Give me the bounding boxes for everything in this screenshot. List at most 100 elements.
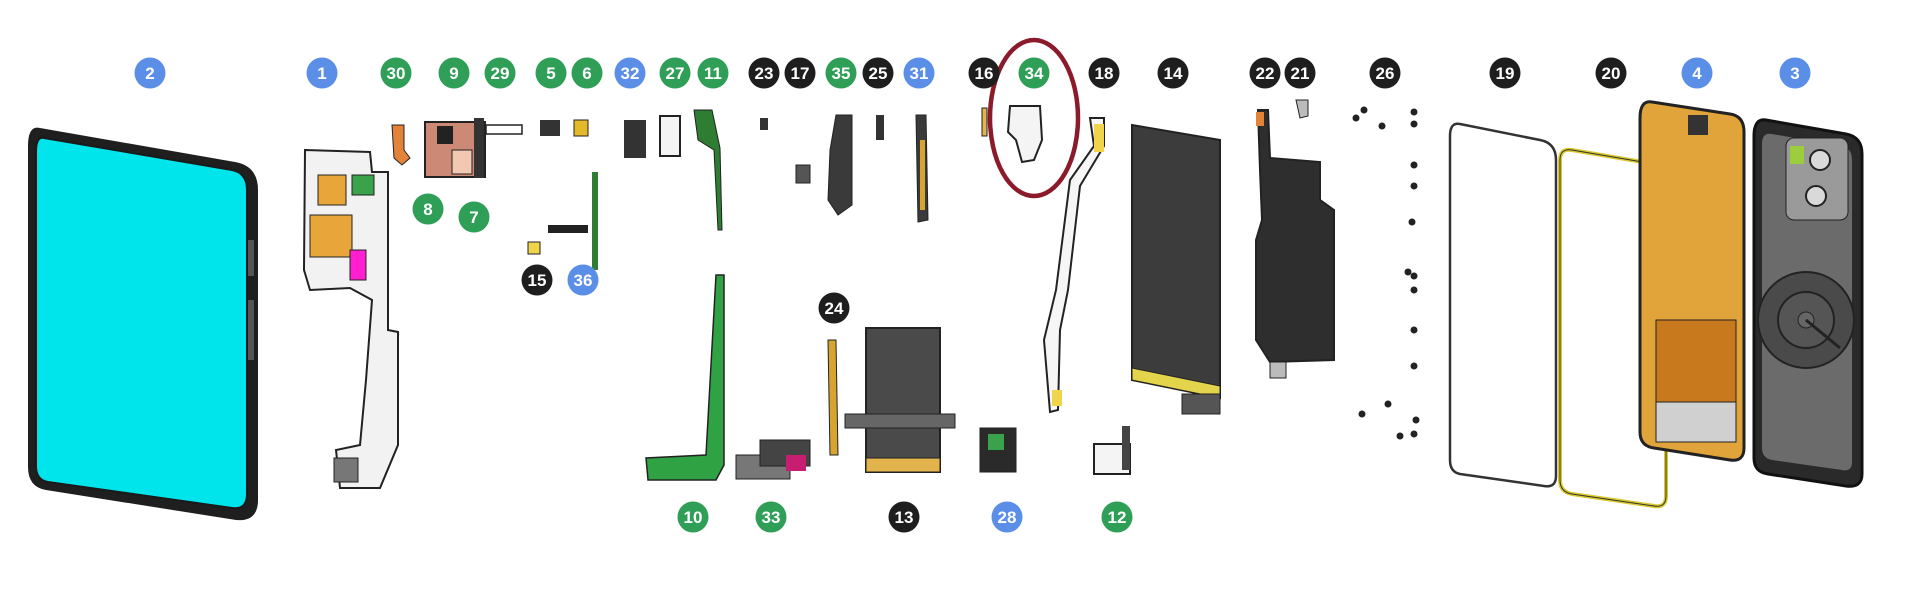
part-25	[876, 115, 884, 140]
callout-circle	[571, 57, 603, 89]
part-frame-22	[1255, 109, 1335, 379]
callout-circle	[1489, 57, 1521, 89]
callout-circle	[380, 57, 412, 89]
part-6	[573, 119, 589, 137]
callout-circle	[535, 57, 567, 89]
callout-16: 16	[968, 57, 1000, 89]
callout-label: 17	[791, 64, 810, 83]
part-flex-30	[391, 124, 411, 166]
callout-35: 35	[825, 57, 857, 89]
callout-label: 33	[762, 508, 781, 527]
callout-circle	[784, 57, 816, 89]
callout-label: 31	[910, 64, 929, 83]
part-15	[527, 241, 541, 255]
part-main-board	[302, 148, 399, 489]
callout-circle	[484, 57, 516, 89]
callout-circle	[1284, 57, 1316, 89]
callout-label: 24	[825, 299, 844, 318]
callout-circle	[438, 57, 470, 89]
callout-label: 15	[528, 271, 547, 290]
callout-circle	[1595, 57, 1627, 89]
callout-label: 16	[975, 64, 994, 83]
callout-30: 30	[380, 57, 412, 89]
callout-circle	[412, 193, 444, 225]
callout-5: 5	[535, 57, 567, 89]
part-camera-module	[424, 118, 486, 178]
callout-label: 5	[546, 64, 555, 83]
callout-14: 14	[1157, 57, 1189, 89]
callout-circle	[903, 57, 935, 89]
callout-label: 12	[1108, 508, 1127, 527]
callout-21: 21	[1284, 57, 1316, 89]
callout-4: 4	[1681, 57, 1713, 89]
callout-23: 23	[748, 57, 780, 89]
callout-label: 20	[1602, 64, 1621, 83]
part-5	[540, 120, 560, 136]
callout-24: 24	[818, 292, 850, 324]
callout-circle	[306, 57, 338, 89]
part-24	[827, 339, 839, 456]
callout-label: 21	[1291, 64, 1310, 83]
callout-33: 33	[755, 501, 787, 533]
part-back-plate-4	[1638, 100, 1746, 462]
part-21	[1295, 99, 1309, 119]
callout-label: 30	[387, 64, 406, 83]
callout-label: 4	[1692, 64, 1702, 83]
part-bracket-29	[485, 124, 523, 135]
callout-label: 18	[1095, 64, 1114, 83]
callout-6: 6	[571, 57, 603, 89]
callout-15: 15	[521, 264, 553, 296]
callout-32: 32	[614, 57, 646, 89]
callout-34: 34	[1018, 57, 1050, 89]
callout-22: 22	[1249, 57, 1281, 89]
callout-17: 17	[784, 57, 816, 89]
part-27	[659, 115, 681, 157]
callout-circle	[458, 201, 490, 233]
part-screws-26	[1352, 106, 1420, 440]
callout-label: 13	[895, 508, 914, 527]
callout-12: 12	[1101, 501, 1133, 533]
part-17	[795, 164, 811, 184]
part-frame-19	[1448, 122, 1558, 488]
part-board-11	[693, 109, 723, 231]
callout-circle	[1157, 57, 1189, 89]
callout-label: 1	[317, 64, 326, 83]
part-flex-36	[548, 172, 598, 270]
callout-circle	[991, 501, 1023, 533]
callout-label: 25	[869, 64, 888, 83]
callout-18: 18	[1088, 57, 1120, 89]
part-back-cover-3	[1752, 118, 1864, 488]
callout-label: 9	[449, 64, 458, 83]
callout-9: 9	[438, 57, 470, 89]
callout-label: 3	[1790, 64, 1799, 83]
part-16	[981, 107, 988, 137]
callout-circle	[677, 501, 709, 533]
callout-11: 11	[697, 57, 729, 89]
callout-circle	[1369, 57, 1401, 89]
part-board-10	[645, 274, 725, 481]
callout-circle	[818, 292, 850, 324]
part-35	[827, 114, 853, 216]
callout-label: 23	[755, 64, 774, 83]
part-28	[979, 427, 1017, 473]
callout-26: 26	[1369, 57, 1401, 89]
callout-circle	[1681, 57, 1713, 89]
part-32	[624, 120, 646, 158]
callout-label: 6	[582, 64, 591, 83]
callout-circle	[614, 57, 646, 89]
callout-label: 8	[423, 200, 432, 219]
callout-circle	[968, 57, 1000, 89]
callout-label: 11	[704, 64, 722, 83]
callout-7: 7	[458, 201, 490, 233]
callout-label: 10	[684, 508, 703, 527]
callout-label: 28	[998, 508, 1017, 527]
callout-28: 28	[991, 501, 1023, 533]
callout-label: 14	[1164, 64, 1183, 83]
callout-circle	[1101, 501, 1133, 533]
callout-circle	[134, 57, 166, 89]
callout-19: 19	[1489, 57, 1521, 89]
callout-circle	[567, 264, 599, 296]
part-battery-13	[844, 327, 956, 473]
part-panel-14	[1131, 123, 1221, 415]
